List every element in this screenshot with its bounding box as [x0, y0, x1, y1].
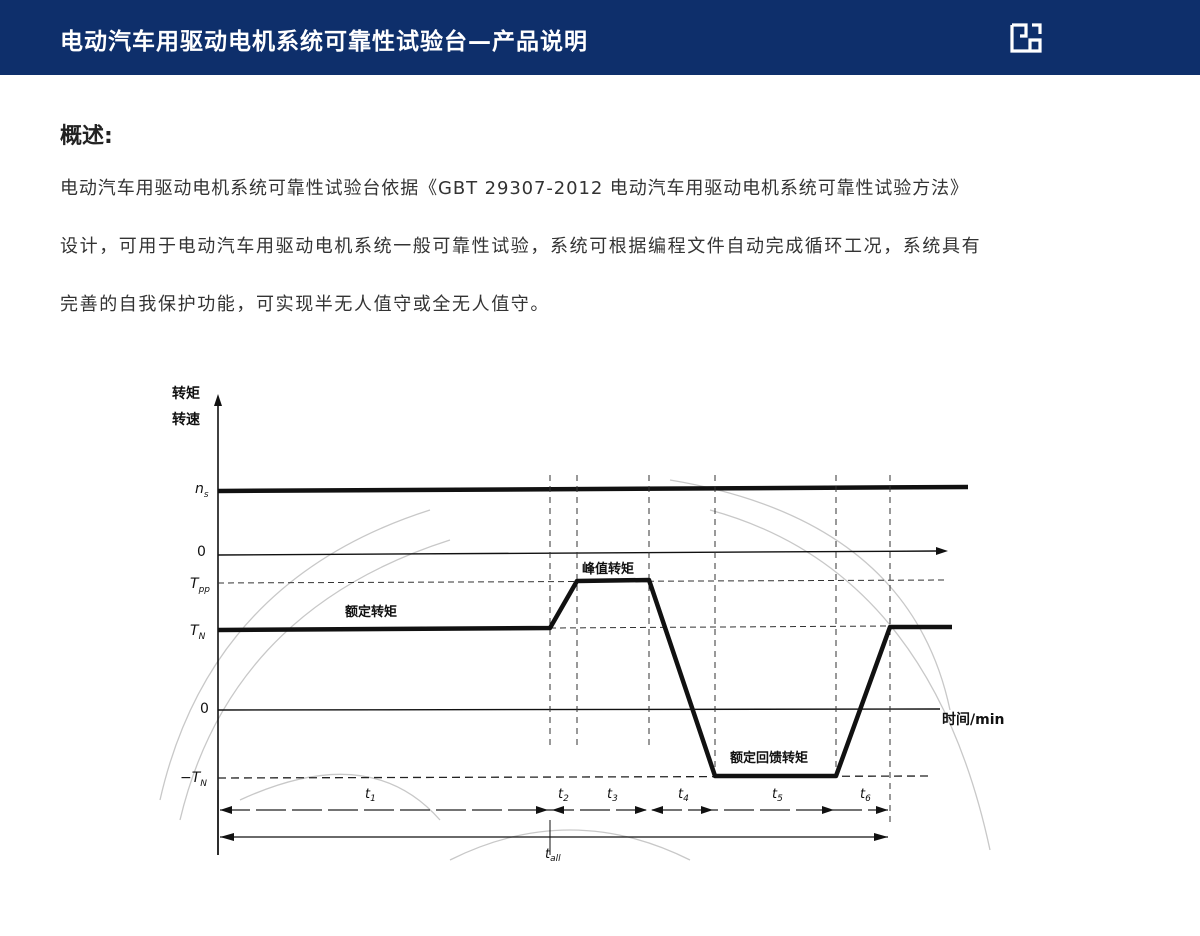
neg-tn-reference-line: [217, 775, 931, 779]
speed-line-ns: [217, 484, 969, 494]
intro-line-1: 电动汽车用驱动电机系统可靠性试验台依据《GBT 29307-2012 电动汽车用…: [60, 178, 969, 199]
label-t3: t3: [607, 787, 618, 804]
interval-arrow-t1-end: [536, 806, 548, 814]
company-logo-icon: [1010, 23, 1042, 53]
annotation-peak-torque: 峰值转矩: [582, 561, 634, 577]
interval-arrow-t6-end: [876, 806, 888, 814]
total-arrow-left: [220, 833, 234, 841]
intro-line-2: 设计，可用于电动汽车用驱动电机系统一般可靠性试验，系统可根据编程文件自动完成循环…: [60, 236, 982, 257]
interval-arrow-t3-end: [635, 806, 647, 814]
test-cycle-diagram: 转矩 转速 ns 0 Tpp TN 0 时间/min −TN 额定转矩 峰值转矩…: [159, 385, 1004, 864]
x-axis-label: 时间/min: [942, 711, 1004, 728]
y-axis-label-speed: 转速: [172, 411, 200, 428]
interval-arrow-t4-start: [651, 806, 663, 814]
speed-axis-arrow: [936, 547, 948, 555]
label-neg-tn: −TN: [180, 770, 207, 789]
interval-arrow-left: [220, 806, 232, 814]
total-arrow-right: [874, 833, 888, 841]
intro-line-3: 完善的自我保护功能，可实现半无人值守或全无人值守。: [60, 294, 550, 315]
label-t6: t6: [860, 787, 871, 804]
intro-paragraph: 电动汽车用驱动电机系统可靠性试验台依据《GBT 29307-2012 电动汽车用…: [60, 160, 1150, 334]
torque-zero-axis: [217, 708, 941, 711]
label-speed-zero: 0: [197, 544, 206, 560]
section-title: 概述:: [60, 124, 113, 149]
label-tn: TN: [190, 623, 206, 642]
label-t2: t2: [558, 787, 569, 804]
annotation-regen-torque: 额定回馈转矩: [730, 750, 808, 766]
speed-zero-axis: [217, 550, 939, 556]
phase-boundaries: [549, 475, 891, 825]
label-tpp: Tpp: [190, 576, 210, 595]
interval-arrow-t5-end: [822, 806, 834, 814]
label-tall: tall: [545, 847, 561, 864]
label-t5: t5: [772, 787, 783, 804]
page-title: 电动汽车用驱动电机系统可靠性试验台—产品说明: [60, 29, 588, 55]
label-ns: ns: [195, 481, 209, 500]
label-t4: t4: [678, 787, 689, 804]
torque-cycle-curve: [217, 577, 952, 779]
annotation-rated-torque: 额定转矩: [345, 604, 397, 620]
interval-arrow-t4-end: [701, 806, 713, 814]
header-bar: 电动汽车用驱动电机系统可靠性试验台—产品说明: [0, 0, 1200, 75]
label-torque-zero: 0: [200, 701, 209, 717]
label-t1: t1: [365, 787, 376, 804]
background-arcs: [159, 479, 991, 861]
interval-arrow-t2-start: [552, 806, 564, 814]
y-axis-label-torque: 转矩: [172, 385, 200, 402]
y-axis-arrow: [214, 394, 222, 406]
tn-reference-line: [549, 625, 891, 629]
